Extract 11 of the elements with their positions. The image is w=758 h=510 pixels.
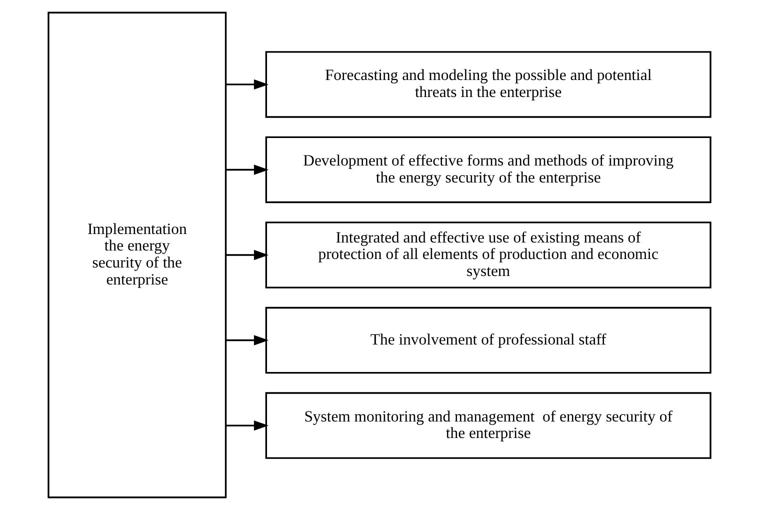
- arrow: [226, 420, 268, 431]
- node-box: Integrated and effective use of existing means of protection of all elements of production and economic system: [264, 222, 711, 288]
- arrow: [226, 335, 268, 346]
- arrow: [226, 250, 268, 260]
- node-box: System monitoring and management of energy security of the enterprise: [264, 392, 711, 459]
- node-box: Development of effective forms and methods of improving the energy security of the enterprise: [264, 136, 711, 204]
- node-box: Forecasting and modeling the possible and potential threats in the enterprise: [264, 51, 711, 118]
- node-box: The involvement of professional staff: [264, 306, 711, 374]
- node-box: Implementation the energy security of the enterprise: [47, 12, 226, 498]
- arrow: [226, 164, 268, 175]
- arrow: [226, 79, 268, 90]
